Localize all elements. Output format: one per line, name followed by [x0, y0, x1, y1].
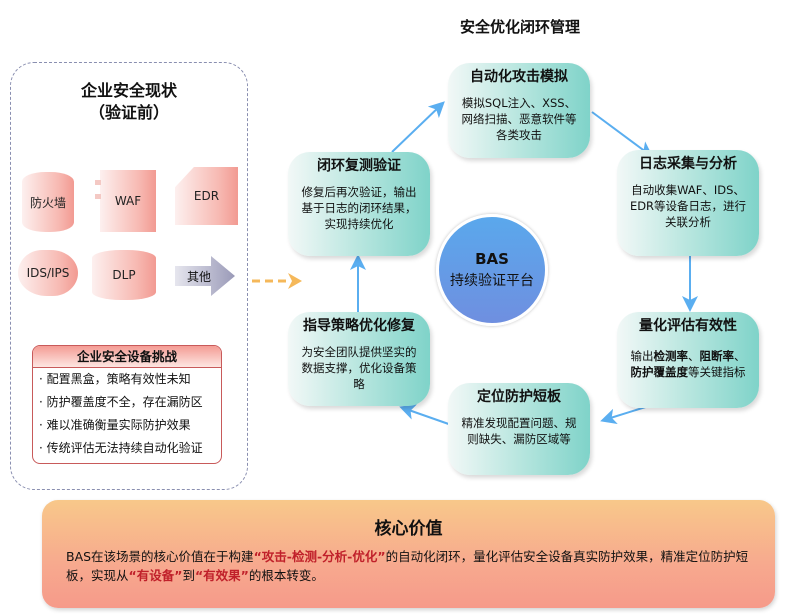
current-state-panel [10, 62, 248, 490]
component-tab-icon [95, 194, 101, 199]
challenges-title: 企业安全设备挑战 [33, 346, 221, 368]
component-tab-icon [95, 180, 101, 185]
core-value-text: BAS在该场景的核心价值在于构建“攻击-检测-分析-优化”的自动化闭环，量化评估… [42, 539, 775, 585]
desc-text: 输出 [630, 349, 654, 363]
step-closed-loop-retest: 闭环复测验证 修复后再次验证，输出基于日志的闭环结果，实现持续优化 [288, 152, 430, 256]
arrow-retest-to-attack [391, 101, 445, 153]
device-firewall: 防火墙 [22, 172, 74, 232]
device-waf: WAF [100, 170, 156, 232]
step-log-collection: 日志采集与分析 自动收集WAF、IDS、EDR等设备日志，进行关联分析 [617, 150, 759, 256]
current-state-title-line1: 企业安全现状 [80, 81, 177, 100]
current-state-title: 企业安全现状 （验证前） [10, 80, 248, 124]
step-locate-gaps: 定位防护短板 精准发现配置问题、规则缺失、漏防区域等 [448, 383, 590, 475]
challenge-item: · 难以准确衡量实际防护效果 [39, 418, 191, 432]
core-text-part: 的根本转变。 [248, 568, 324, 583]
current-state-title-line2: （验证前） [88, 103, 169, 122]
desc-text: 、 [688, 349, 700, 363]
step-title: 闭环复测验证 [317, 158, 401, 174]
step-desc: 为安全团队提供坚实的数据支撑，优化设备策略 [301, 345, 417, 391]
step-desc: 自动收集WAF、IDS、EDR等设备日志，进行关联分析 [629, 183, 747, 229]
main-title: 安全优化闭环管理 [459, 18, 580, 36]
bas-platform-circle: BAS 持续验证平台 [436, 214, 548, 326]
step-title: 日志采集与分析 [639, 156, 737, 172]
metric-block-rate: 阻断率 [699, 349, 735, 363]
device-label: WAF [114, 194, 142, 208]
step-guide-optimization: 指导策略优化修复 为安全团队提供坚实的数据支撑，优化设备策略 [288, 312, 430, 406]
device-ids-ips: IDS/IPS [18, 250, 78, 296]
challenge-item: · 传统评估无法持续自动化验证 [39, 441, 203, 455]
step-title: 指导策略优化修复 [303, 318, 415, 334]
device-edr: EDR [175, 167, 238, 225]
metric-detection-rate: 检测率 [653, 349, 689, 363]
core-text-highlight: “攻击-检测-分析-优化” [253, 549, 386, 564]
core-text-highlight: “有效果” [194, 568, 249, 583]
arrow-attack-to-logs [591, 111, 654, 158]
core-value-box: 核心价值 BAS在该场景的核心价值在于构建“攻击-检测-分析-优化”的自动化闭环… [42, 500, 775, 608]
core-value-title: 核心价值 [374, 519, 443, 539]
core-text-highlight: “有设备” [128, 568, 183, 583]
metric-coverage: 防护覆盖度 [630, 365, 689, 379]
core-text-part: BAS在该场景的核心价值在于构建 [66, 549, 254, 564]
step-attack-simulation: 自动化攻击模拟 模拟SQL注入、XSS、网络扫描、恶意软件等各类攻击 [448, 63, 590, 158]
step-desc: 修复后再次验证，输出基于日志的闭环结果，实现持续优化 [301, 185, 417, 231]
device-dlp: DLP [92, 250, 156, 300]
step-title: 自动化攻击模拟 [470, 69, 568, 85]
core-text-part: 的自动化闭环，量化评估安全设备真实防护效果，精准定位防护短板，实现从 [66, 549, 749, 583]
step-desc: 精准发现配置问题、规则缺失、漏防区域等 [461, 416, 577, 446]
center-subtitle: 持续验证平台 [450, 273, 534, 289]
center-title: BAS [475, 250, 509, 268]
challenges-box: 企业安全设备挑战 · 配置黑盒，策略有效性未知 · 防护覆盖度不全，存在漏防区 … [32, 345, 222, 464]
desc-text: 、 [734, 349, 746, 363]
core-text-part: 到 [182, 568, 195, 583]
device-label: IDS/IPS [26, 266, 70, 280]
desc-text: 等关键指标 [688, 365, 746, 379]
challenge-item: · 防护覆盖度不全，存在漏防区 [39, 395, 203, 409]
device-label: 防火墙 [29, 195, 66, 210]
step-desc: 输出检测率、阻断率、防护覆盖度等关键指标 [617, 336, 759, 384]
device-label: EDR [193, 189, 220, 203]
step-quantify: 量化评估有效性 输出检测率、阻断率、防护覆盖度等关键指标 [617, 312, 759, 408]
device-label: 其他 [187, 269, 212, 284]
step-title: 定位防护短板 [477, 389, 561, 405]
challenge-item: · 配置黑盒，策略有效性未知 [39, 372, 191, 386]
device-label: DLP [112, 268, 136, 282]
dashed-arrow-icon [252, 273, 302, 289]
step-desc: 模拟SQL注入、XSS、网络扫描、恶意软件等各类攻击 [461, 96, 577, 142]
step-title: 量化评估有效性 [639, 318, 737, 334]
